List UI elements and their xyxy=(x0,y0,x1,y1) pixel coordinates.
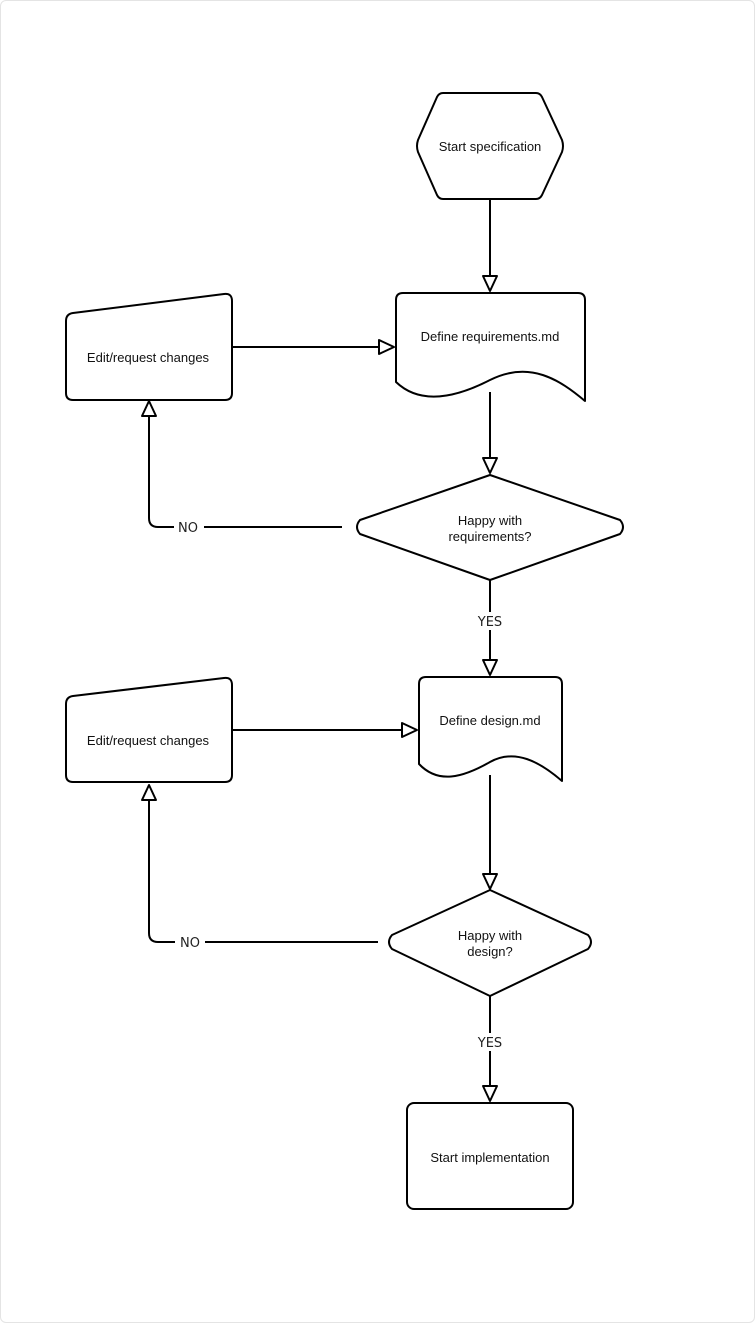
edge-label-design-no: NO xyxy=(180,936,200,951)
edge-label-requirements-yes: YES xyxy=(477,615,502,630)
edge-requirements-no xyxy=(148,416,342,528)
arrowhead-decision-requirements xyxy=(482,457,498,474)
start-implementation-node[interactable]: Start implementation xyxy=(406,1102,574,1210)
define-design-node[interactable]: Define design.md xyxy=(418,676,563,782)
edge-label-design-yes: YES xyxy=(477,1036,502,1051)
define-requirements-node[interactable]: Define requirements.md xyxy=(395,292,586,402)
arrowhead-requirements-from-edit xyxy=(378,339,395,355)
arrowhead-design xyxy=(482,659,498,676)
edge-label-requirements-no: NO xyxy=(178,521,198,536)
start-specification-node[interactable]: Start specification xyxy=(416,92,564,200)
design-decision-node[interactable]: Happy with design? xyxy=(388,889,592,997)
start-specification-label: Start specification xyxy=(439,139,542,154)
edit-design-label: Edit/request changes xyxy=(87,733,210,748)
start-implementation-label: Start implementation xyxy=(430,1150,549,1165)
design-decision-label-line2: design? xyxy=(467,944,513,959)
arrowhead-edit-design xyxy=(141,784,157,801)
arrowhead-requirements xyxy=(482,275,498,292)
design-decision-label-line1: Happy with xyxy=(458,928,522,943)
edge-design-no xyxy=(148,800,378,943)
arrowhead-edit-requirements xyxy=(141,400,157,417)
requirements-decision-label-line2: requirements? xyxy=(448,529,531,544)
arrowhead-decision-design xyxy=(482,873,498,890)
define-requirements-label: Define requirements.md xyxy=(421,329,560,344)
requirements-decision-node[interactable]: Happy with requirements? xyxy=(356,474,624,581)
arrowhead-design-from-edit xyxy=(401,722,418,738)
edit-design-node[interactable]: Edit/request changes xyxy=(65,676,233,783)
arrowhead-implementation xyxy=(482,1085,498,1102)
requirements-decision-label-line1: Happy with xyxy=(458,513,522,528)
edit-requirements-node[interactable]: Edit/request changes xyxy=(65,292,233,401)
edit-requirements-label: Edit/request changes xyxy=(87,350,210,365)
define-design-label: Define design.md xyxy=(439,713,540,728)
